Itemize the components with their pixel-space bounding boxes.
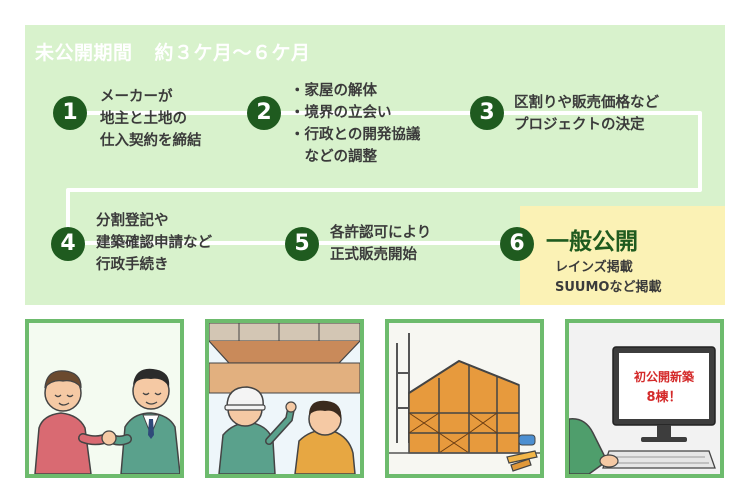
illustration-construction (385, 319, 544, 478)
step-6-badge: 6 (500, 227, 534, 261)
title-duration: 約３ケ月〜６ケ月 (154, 42, 311, 64)
step-1-text: メーカーが 地主と土地の 仕入契約を締結 (100, 89, 202, 149)
construction-image (389, 323, 540, 474)
step-4-badge: 4 (51, 227, 85, 261)
step-3-text: 区割りや販売価格など プロジェクトの決定 (514, 95, 659, 133)
step-4-text: 分割登記や 建築確認申請など 行政手続き (96, 213, 212, 273)
step-5-badge: 5 (285, 227, 319, 261)
handshake-image (29, 323, 180, 474)
title-main: 未公開期間 (35, 42, 133, 64)
illustration-handshake (25, 319, 184, 478)
step-6-title: 一般公開 (546, 229, 638, 255)
illustration-site-survey (205, 319, 364, 478)
site-survey-image (209, 323, 360, 474)
step-6-text: レインズ掲載 SUUMOなど掲載 (555, 260, 662, 295)
step-2-badge: 2 (247, 96, 281, 130)
public-release-box (520, 206, 725, 305)
illustration-computer: 初公開新築 8棟！ (565, 319, 724, 478)
page-title: 未公開期間約３ケ月〜６ケ月 (35, 38, 311, 65)
screen-line-2: 8棟！ (646, 389, 681, 405)
screen-line-1: 初公開新築 (634, 369, 695, 384)
step-3-badge: 3 (470, 96, 504, 130)
step-1-badge: 1 (53, 96, 87, 130)
step-2-text: ・家屋の解体 ・境界の立会い ・行政との開発協議 などの調整 (290, 83, 421, 165)
computer-image: 初公開新築 8棟！ (569, 323, 720, 474)
step-5-text: 各許認可により 正式販売開始 (330, 225, 432, 263)
